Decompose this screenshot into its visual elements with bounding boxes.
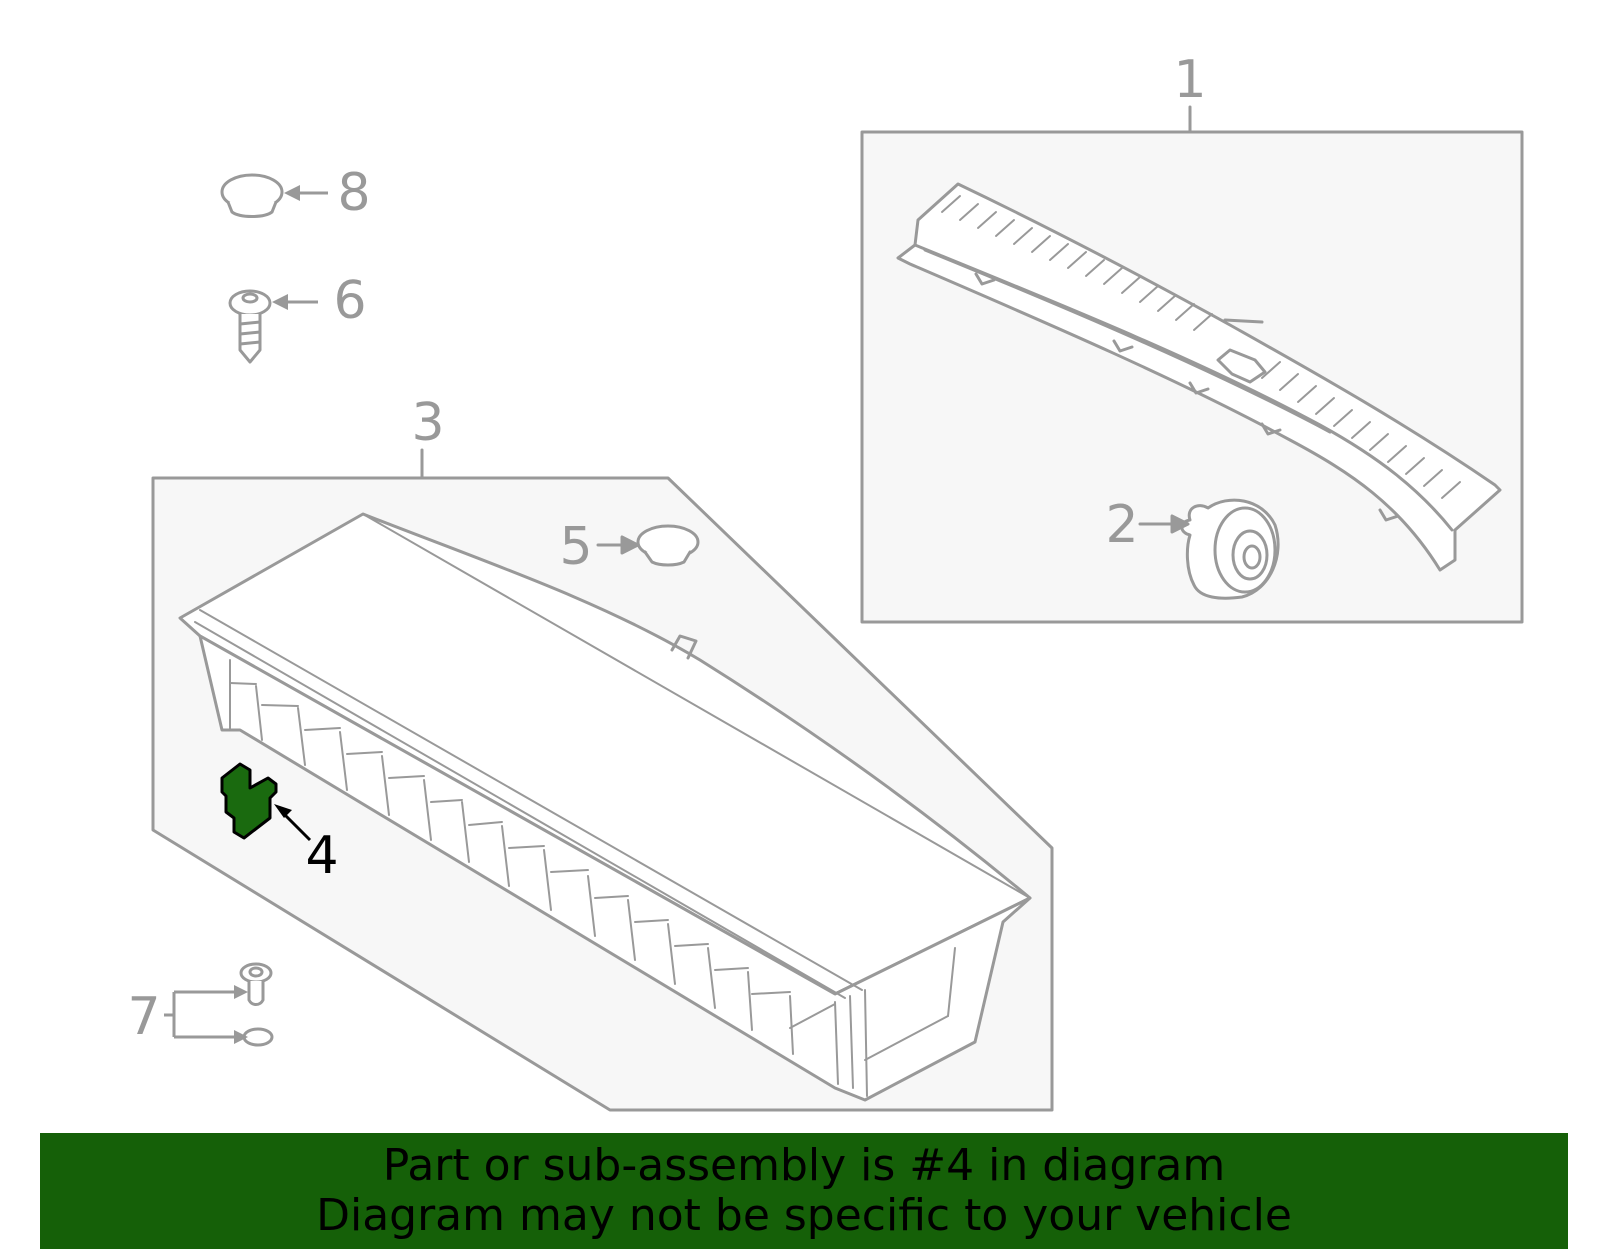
callout-6: 6 bbox=[333, 271, 366, 331]
part-4-clip-body bbox=[220, 762, 278, 840]
sill-plate-clip bbox=[1112, 339, 1134, 353]
callout-7: 7 bbox=[127, 987, 160, 1047]
tray-top-edge bbox=[362, 513, 1031, 899]
callout-4: 4 bbox=[305, 826, 338, 886]
callout-7-bracket bbox=[164, 990, 236, 1039]
tray-front-dividers bbox=[229, 659, 956, 1097]
callout-1: 1 bbox=[1173, 50, 1206, 110]
sill-plate-badge bbox=[1216, 348, 1267, 384]
sill-plate-clip bbox=[1260, 422, 1282, 436]
tray-front-rim bbox=[199, 609, 863, 991]
tray-top-surface bbox=[178, 512, 1032, 996]
tray-tab bbox=[670, 634, 698, 660]
callout-2: 2 bbox=[1105, 495, 1138, 555]
part-1-group bbox=[860, 105, 1524, 624]
part-8-plug bbox=[220, 173, 284, 218]
callout-2-arrowhead bbox=[1170, 514, 1190, 534]
part-6-screw bbox=[228, 289, 272, 364]
sill-plate-clip bbox=[1188, 381, 1210, 395]
info-banner: Part or sub-assembly is #4 in diagram Di… bbox=[40, 1133, 1568, 1249]
sill-plate-clip bbox=[974, 272, 996, 286]
callout-3: 3 bbox=[411, 393, 444, 453]
sill-plate-ribs bbox=[941, 195, 1461, 499]
callout-4-arrowhead bbox=[274, 804, 292, 818]
callout-4-arrow bbox=[280, 810, 312, 842]
tray-front-rim bbox=[194, 621, 846, 999]
part-5-plug bbox=[636, 524, 700, 567]
callout-7-arrowhead bbox=[234, 1030, 248, 1044]
part-7-fasteners bbox=[239, 962, 274, 1047]
sill-plate-clip bbox=[1378, 508, 1400, 522]
part-2-grommet bbox=[1180, 498, 1280, 600]
callout-7-arrowhead bbox=[234, 985, 248, 999]
sill-plate-edge bbox=[923, 248, 1332, 434]
callout-8: 8 bbox=[337, 163, 370, 223]
callout-6-arrowhead bbox=[272, 294, 288, 310]
banner-line-1: Part or sub-assembly is #4 in diagram bbox=[382, 1140, 1226, 1191]
callout-5-arrowhead bbox=[620, 535, 640, 555]
callout-8-arrowhead bbox=[284, 185, 300, 201]
banner-line-2: Diagram may not be specific to your vehi… bbox=[316, 1190, 1292, 1241]
part-4-clip bbox=[220, 762, 278, 840]
callout-5: 5 bbox=[559, 517, 592, 577]
part-3-group bbox=[151, 448, 1054, 1112]
sill-plate-panel bbox=[896, 182, 1502, 572]
sill-plate-step bbox=[1223, 318, 1264, 324]
